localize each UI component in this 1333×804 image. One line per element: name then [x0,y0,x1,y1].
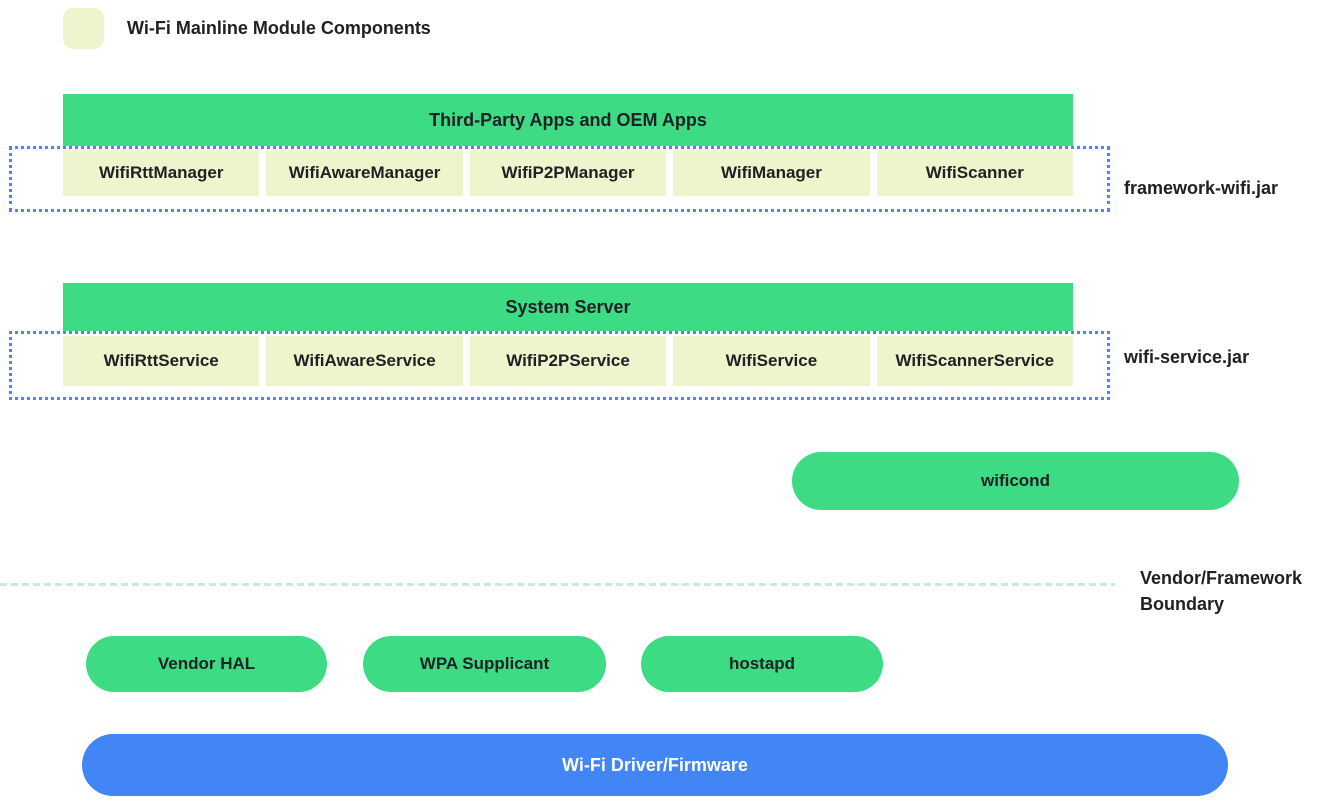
box-wifi-aware-service: WifiAwareService [266,336,463,386]
vendor-hal-pill: Vendor HAL [86,636,327,692]
box-wifi-rtt-manager: WifiRttManager [63,150,260,196]
wifi-driver-firmware-pill: Wi-Fi Driver/Firmware [82,734,1228,796]
vendor-framework-boundary-line [0,583,1115,586]
wifi-service-box-row: WifiRttService WifiAwareService WifiP2PS… [63,336,1074,386]
hostapd-pill: hostapd [641,636,883,692]
framework-wifi-box-row: WifiRttManager WifiAwareManager WifiP2PM… [63,150,1074,196]
box-wifi-aware-manager: WifiAwareManager [266,150,463,196]
system-server-header: System Server [63,283,1073,331]
box-wifi-p2p-manager: WifiP2PManager [469,150,667,196]
third-party-apps-header: Third-Party Apps and OEM Apps [63,94,1073,146]
wifi-service-jar-label: wifi-service.jar [1124,347,1250,367]
box-wifi-manager: WifiManager [673,150,870,196]
vendor-framework-boundary-label: Vendor/Framework Boundary [1140,568,1303,614]
wifi-service-jar-group-border [9,331,1110,400]
box-wifi-rtt-service: WifiRttService [63,336,260,386]
framework-wifi-jar-label: framework-wifi.jar [1124,178,1279,198]
box-wifi-service: WifiService [673,336,870,386]
mainline-module-legend-label: Wi-Fi Mainline Module Components [127,18,431,38]
wificond-pill: wificond [792,452,1239,510]
framework-wifi-jar-group-border [9,146,1110,212]
box-wifi-p2p-service: WifiP2PService [469,336,667,386]
box-wifi-scanner: WifiScanner [876,150,1074,196]
mainline-module-legend-swatch [63,8,104,49]
box-wifi-scanner-service: WifiScannerService [876,336,1074,386]
wpa-supplicant-pill: WPA Supplicant [363,636,606,692]
